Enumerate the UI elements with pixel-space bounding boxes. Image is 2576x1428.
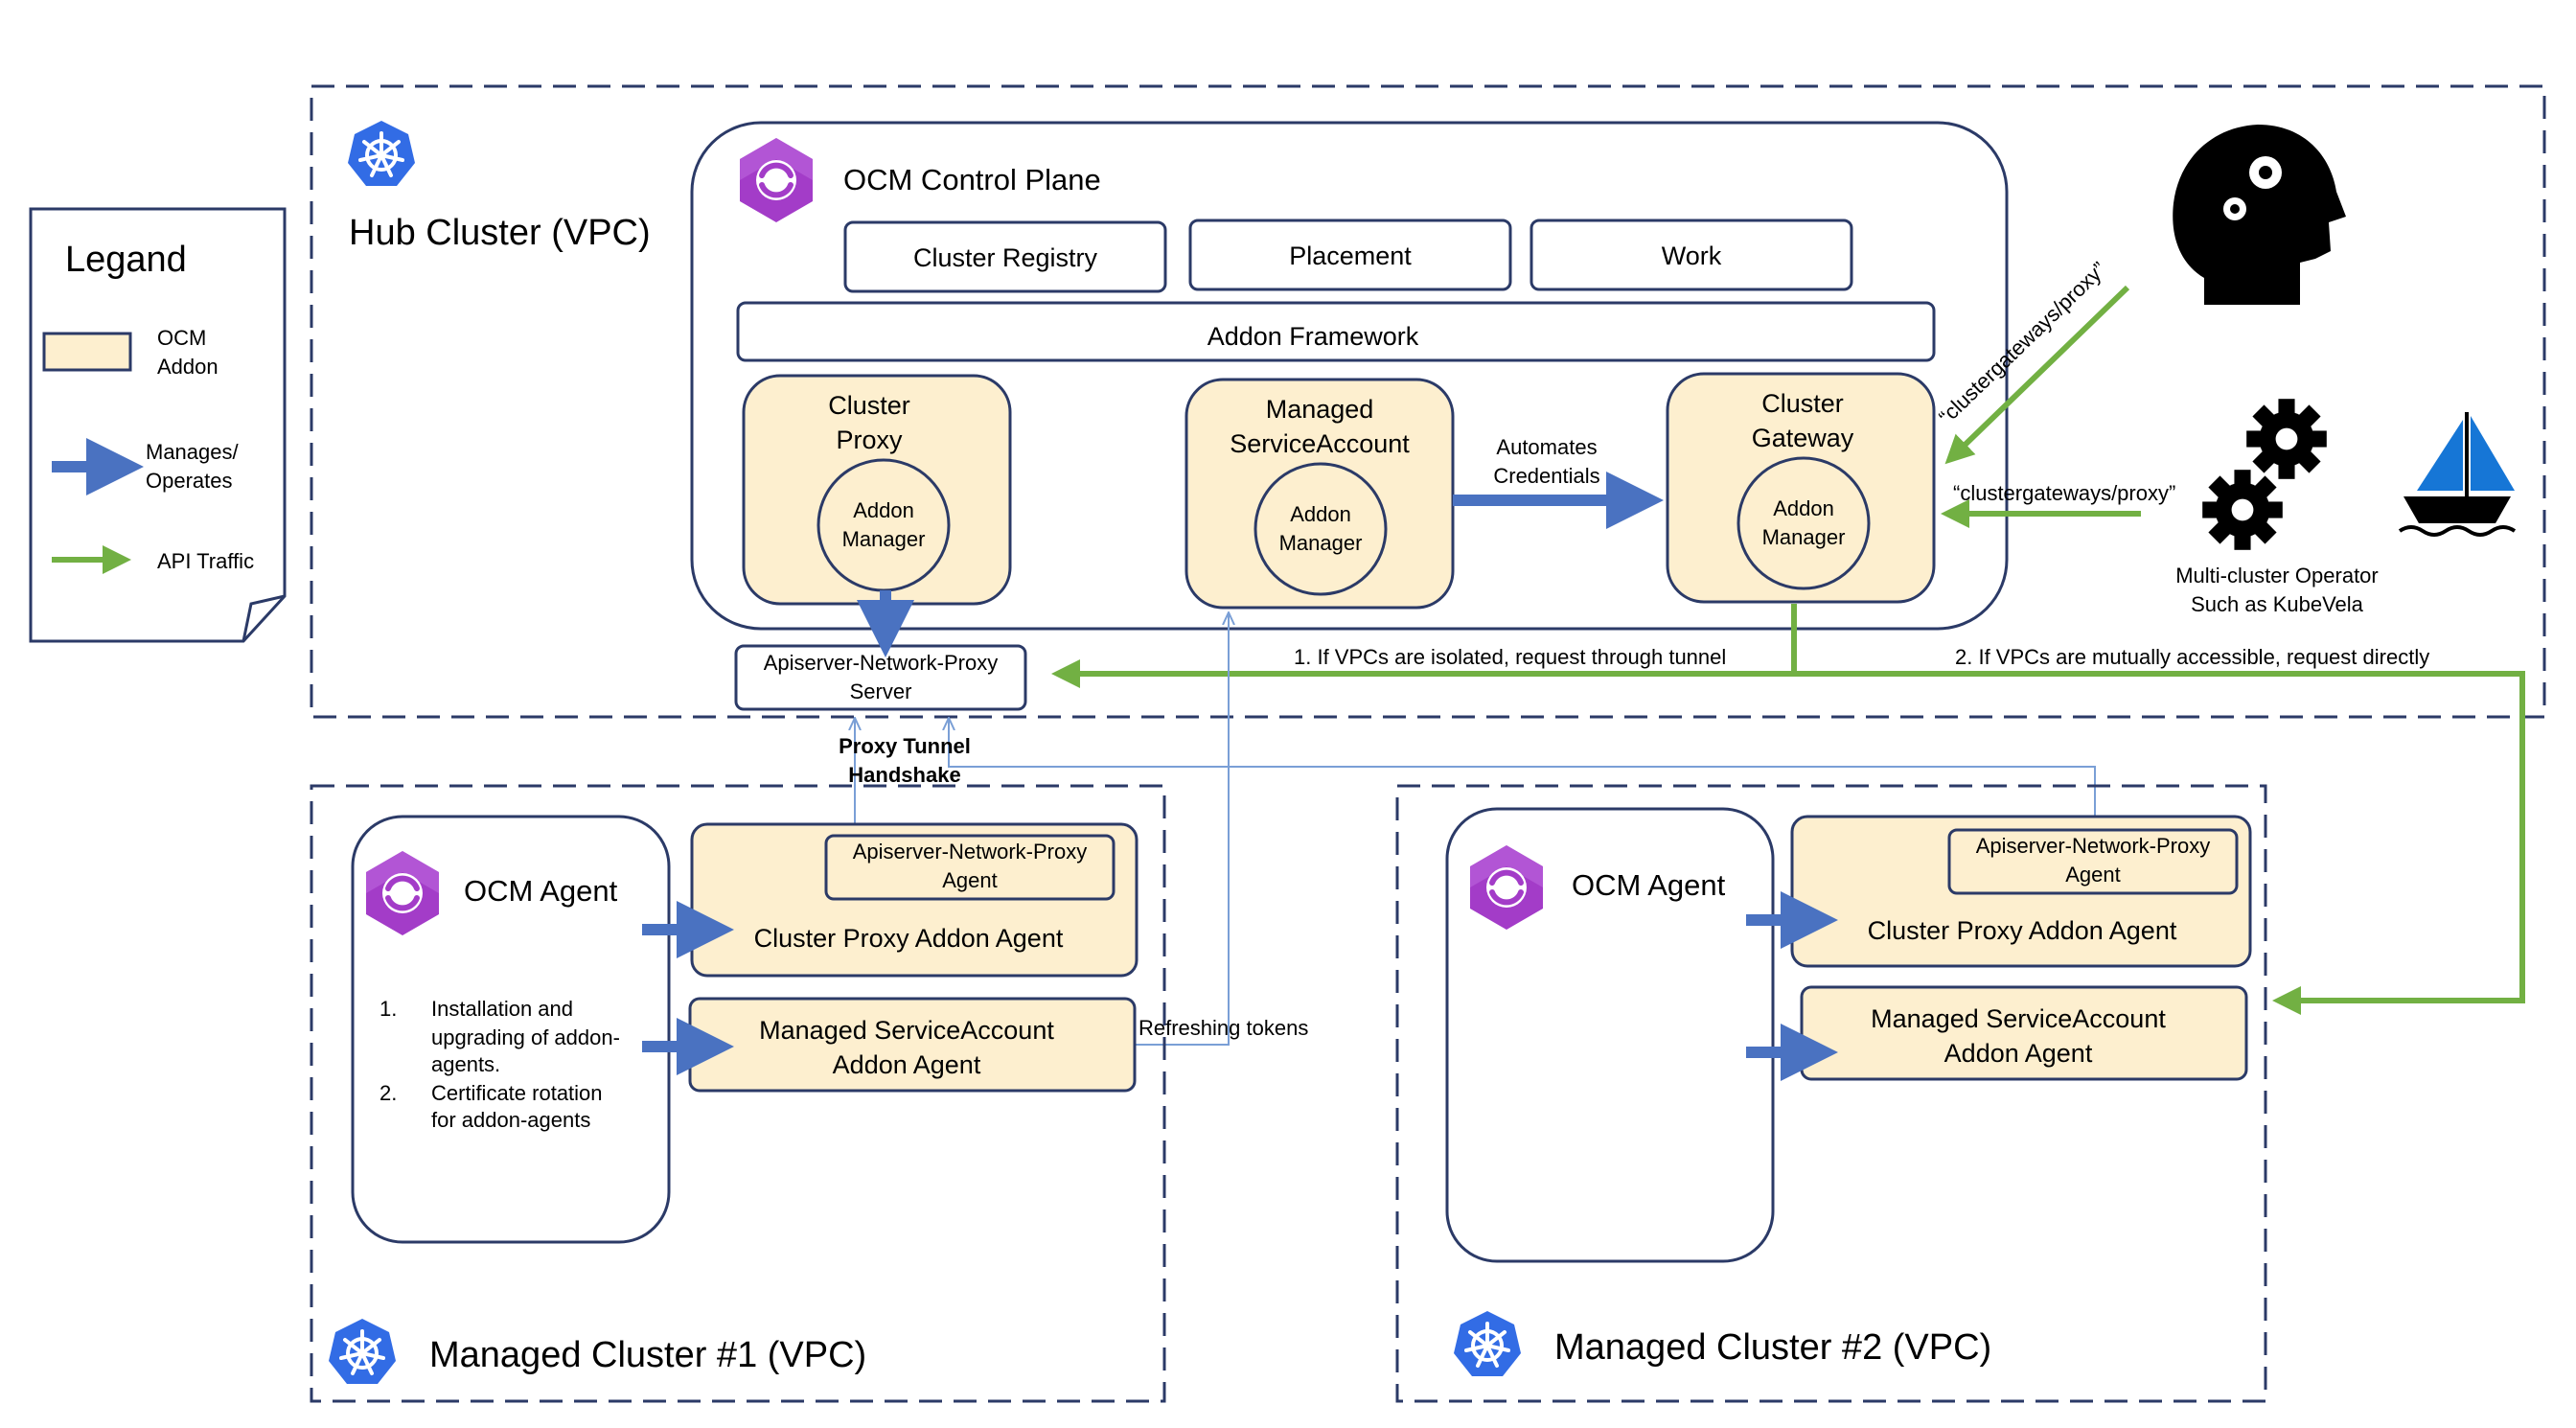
legend-addon-label-1: OCM bbox=[157, 326, 206, 350]
work-box bbox=[1530, 219, 1853, 291]
hub-cluster: Hub Cluster (VPC) OCM Control Plane Clus… bbox=[310, 84, 2546, 719]
legend-addon-label-2: Addon bbox=[157, 355, 218, 379]
cluster-gateway-label-1: Cluster bbox=[1761, 389, 1844, 418]
mc1-list-2-line-1: Certificate rotation bbox=[431, 1081, 603, 1105]
admins-label: Admins bbox=[2226, 272, 2296, 296]
managed-sa-label-1: Managed bbox=[1266, 395, 1374, 424]
sailboat-icon bbox=[2398, 412, 2517, 537]
operator-path-label: “clustergateways/proxy” bbox=[1953, 481, 2175, 505]
mc1-msa-agent-label-2: Addon Agent bbox=[833, 1050, 981, 1079]
mc1-list-num-1: 1. bbox=[380, 997, 397, 1021]
cp-addon-manager-label-2: Manager bbox=[842, 527, 926, 551]
proxy-server-label-1: Apiserver-Network-Proxy bbox=[764, 651, 999, 675]
addon-framework-box bbox=[736, 301, 1936, 362]
mc1-agent-title: OCM Agent bbox=[464, 874, 618, 908]
managed-cluster-2: OCM Agent Apiserver-Network-Proxy Agent … bbox=[1395, 784, 2267, 1403]
cluster-proxy-label-1: Cluster bbox=[828, 391, 910, 420]
legend-addon-swatch bbox=[42, 332, 132, 372]
mc1-cluster-proxy-agent-label: Cluster Proxy Addon Agent bbox=[754, 924, 1064, 953]
cp-addon-manager-label-1: Addon bbox=[853, 498, 914, 522]
legend-frame bbox=[29, 207, 287, 643]
mc2-proxy-agent-box bbox=[1947, 828, 2239, 895]
control-plane-title: OCM Control Plane bbox=[843, 163, 1101, 196]
admin-api-arrow bbox=[1944, 285, 2130, 465]
cluster-registry-label: Cluster Registry bbox=[913, 243, 1098, 272]
gateway-route-line bbox=[1791, 604, 2525, 1015]
mc1-list-num-2: 2. bbox=[380, 1081, 397, 1105]
operator-gears-icon bbox=[2202, 399, 2327, 550]
mc2-ocm-agent-box bbox=[1445, 807, 1775, 1263]
cluster-gateway-label-2: Gateway bbox=[1752, 424, 1854, 452]
admins-icon bbox=[2173, 125, 2346, 305]
route-isolated-label: 1. If VPCs are isolated, request through… bbox=[1294, 645, 1726, 669]
mc2-msa-agent-label-2: Addon Agent bbox=[1944, 1039, 2093, 1068]
mc1-boundary bbox=[310, 784, 1166, 1403]
route-direct-label: 2. If VPCs are mutually accessible, requ… bbox=[1955, 645, 2429, 669]
mc1-title: Managed Cluster #1 (VPC) bbox=[429, 1335, 866, 1375]
operator-label-2: Such as KubeVela bbox=[2191, 592, 2364, 616]
operator-label-1: Multi-cluster Operator bbox=[2175, 564, 2379, 587]
handshake-label-1: Proxy Tunnel bbox=[839, 734, 971, 758]
mc1-list-1-line-1: Installation and bbox=[431, 997, 573, 1021]
refreshing-tokens-label: Refreshing tokens bbox=[1138, 1016, 1308, 1040]
cluster-gateway-addon-manager bbox=[1736, 456, 1871, 590]
mc2-cluster-proxy-agent-label: Cluster Proxy Addon Agent bbox=[1868, 916, 2177, 945]
mc1-list-1-line-2: upgrading of addon- bbox=[431, 1025, 620, 1049]
legend-manages-label-2: Operates bbox=[146, 469, 233, 493]
refreshing-tokens-line bbox=[1135, 613, 1229, 1046]
mc2-k8s-icon bbox=[1452, 1309, 1523, 1378]
handshake-line-mc2 bbox=[949, 719, 2096, 841]
automates-label-1: Automates bbox=[1496, 435, 1597, 459]
traffic-routes: 1. If VPCs are isolated, request through… bbox=[839, 604, 2525, 1046]
cg-addon-manager-label-2: Manager bbox=[1762, 525, 1846, 549]
managed-sa-label-2: ServiceAccount bbox=[1230, 429, 1410, 458]
legend: Legand OCM Addon Manages/ Operates API T… bbox=[29, 207, 287, 643]
managed-sa-addon-manager bbox=[1254, 462, 1388, 596]
managed-cluster-1: OCM Agent 1. Installation and upgrading … bbox=[310, 784, 1166, 1403]
mc1-k8s-icon bbox=[327, 1317, 398, 1386]
placement-label: Placement bbox=[1289, 242, 1412, 270]
mc1-list-1-line-3: agents. bbox=[431, 1052, 500, 1076]
mc2-msa-agent-label-1: Managed ServiceAccount bbox=[1871, 1004, 2166, 1033]
proxy-server-label-2: Server bbox=[850, 679, 912, 703]
legend-manages-label-1: Manages/ bbox=[146, 440, 240, 464]
mc2-title: Managed Cluster #2 (VPC) bbox=[1554, 1327, 1991, 1368]
mc2-proxy-agent-label-2: Agent bbox=[2065, 863, 2121, 887]
msa-addon-manager-label-2: Manager bbox=[1279, 531, 1363, 555]
mc1-msa-agent-label-1: Managed ServiceAccount bbox=[759, 1016, 1054, 1045]
addon-framework-label: Addon Framework bbox=[1208, 322, 1419, 351]
cg-addon-manager-label-1: Addon bbox=[1773, 496, 1834, 520]
actors: Admins Multi-cluster Operator Such as Ku… bbox=[1934, 125, 2517, 616]
hub-cluster-title: Hub Cluster (VPC) bbox=[349, 213, 651, 253]
mc1-proxy-agent-label-1: Apiserver-Network-Proxy bbox=[853, 840, 1088, 864]
handshake-label-2: Handshake bbox=[848, 763, 960, 787]
mc2-boundary bbox=[1395, 784, 2267, 1403]
hub-k8s-icon bbox=[346, 119, 417, 188]
legend-title: Legand bbox=[65, 240, 187, 280]
cluster-proxy-label-2: Proxy bbox=[836, 426, 903, 454]
placement-box bbox=[1188, 219, 1512, 291]
cluster-registry-box bbox=[843, 220, 1167, 293]
cluster-proxy-addon-manager bbox=[816, 458, 951, 592]
automates-label-2: Credentials bbox=[1493, 464, 1599, 488]
work-label: Work bbox=[1662, 242, 1722, 270]
legend-api-label: API Traffic bbox=[157, 549, 254, 573]
mc1-ocm-agent-box bbox=[351, 815, 671, 1244]
msa-addon-manager-label-1: Addon bbox=[1290, 502, 1351, 526]
hub-cluster-boundary bbox=[310, 84, 2546, 719]
mc1-proxy-agent-label-2: Agent bbox=[942, 868, 998, 892]
mc2-agent-title: OCM Agent bbox=[1572, 868, 1726, 902]
mc1-list-2-line-2: for addon-agents bbox=[431, 1108, 590, 1132]
mc2-proxy-agent-label-1: Apiserver-Network-Proxy bbox=[1976, 834, 2211, 858]
mc1-proxy-agent-box bbox=[824, 834, 1116, 901]
